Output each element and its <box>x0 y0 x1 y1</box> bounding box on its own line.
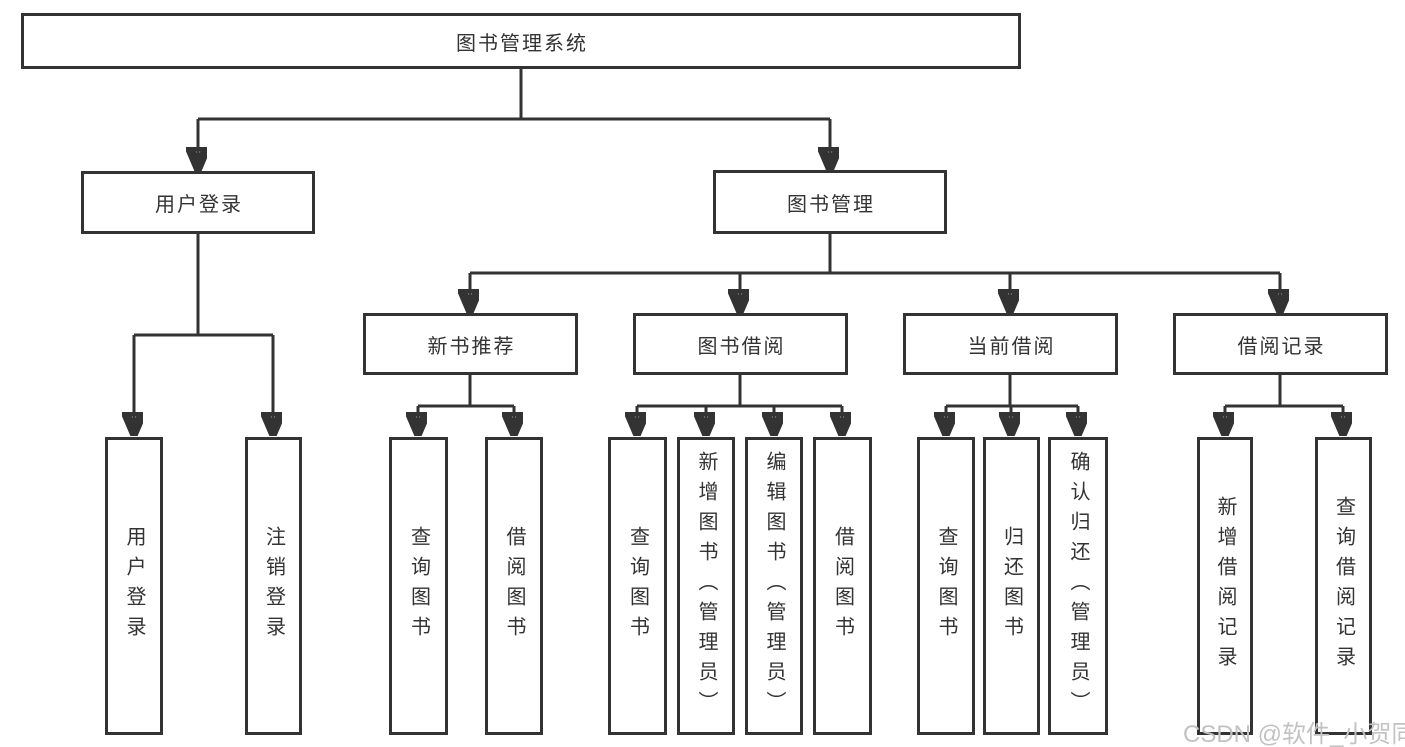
leaf-borrow-query-books-label: 查询图书 <box>626 526 649 646</box>
leaf-logout: 注销登录 <box>245 437 302 735</box>
leaf-query-borrow-record-label: 查询借阅记录 <box>1332 496 1355 676</box>
connector-current-borrow-children <box>946 375 1078 433</box>
leaf-recommend-query-books: 查询图书 <box>389 437 448 735</box>
leaf-add-books-admin-label: 新增图书（管理员） <box>695 451 717 721</box>
leaf-add-borrow-record: 新增借阅记录 <box>1197 437 1253 735</box>
leaf-logout-label: 注销登录 <box>262 526 285 646</box>
node-borrow-records: 借阅记录 <box>1173 313 1388 375</box>
node-book-management-label: 图书管理 <box>787 193 875 216</box>
connector-root-to-level2 <box>198 69 830 168</box>
leaf-return-books: 归还图书 <box>983 437 1040 735</box>
leaf-user-login: 用户登录 <box>105 437 163 735</box>
node-current-borrow: 当前借阅 <box>903 313 1118 375</box>
node-root: 图书管理系统 <box>21 13 1021 69</box>
csdn-watermark: CSDN @软件_小贺同学 <box>1183 721 1405 747</box>
node-new-book-recommend: 新书推荐 <box>363 313 578 375</box>
node-current-borrow-label: 当前借阅 <box>967 335 1056 358</box>
leaf-add-books-admin: 新增图书（管理员） <box>677 437 735 735</box>
node-root-label: 图书管理系统 <box>456 32 588 55</box>
leaf-recommend-query-books-label: 查询图书 <box>407 526 430 646</box>
leaf-current-query-books: 查询图书 <box>917 437 975 735</box>
leaf-return-books-label: 归还图书 <box>1000 526 1023 646</box>
node-book-borrow-label: 图书借阅 <box>697 335 786 358</box>
leaf-confirm-return-admin-label: 确认归还（管理员） <box>1067 451 1089 721</box>
connector-user-login-children <box>134 234 273 433</box>
leaf-borrow-query-books: 查询图书 <box>608 437 667 735</box>
node-borrow-records-label: 借阅记录 <box>1237 335 1326 358</box>
leaf-query-borrow-record: 查询借阅记录 <box>1315 437 1372 735</box>
leaf-borrow-books: 借阅图书 <box>813 437 872 735</box>
leaf-current-query-books-label: 查询图书 <box>935 526 957 646</box>
leaf-recommend-borrow-books: 借阅图书 <box>485 437 543 735</box>
node-user-login: 用户登录 <box>81 171 315 234</box>
leaf-recommend-borrow-books-label: 借阅图书 <box>503 526 525 646</box>
leaf-edit-books-admin: 编辑图书（管理员） <box>745 437 803 735</box>
node-new-book-recommend-label: 新书推荐 <box>427 335 516 358</box>
node-book-borrow: 图书借阅 <box>633 313 848 375</box>
connector-book-management-groups <box>470 234 1280 310</box>
node-book-management: 图书管理 <box>713 170 947 234</box>
connector-borrow-records-children <box>1225 375 1343 433</box>
leaf-confirm-return-admin: 确认归还（管理员） <box>1048 437 1108 735</box>
leaf-borrow-books-label: 借阅图书 <box>831 526 854 646</box>
leaf-edit-books-admin-label: 编辑图书（管理员） <box>763 451 785 721</box>
leaf-user-login-label: 用户登录 <box>123 526 145 646</box>
connector-new-book-recommend-children <box>418 375 514 433</box>
connector-book-borrow-children <box>637 375 842 433</box>
node-user-login-label: 用户登录 <box>155 194 243 216</box>
leaf-add-borrow-record-label: 新增借阅记录 <box>1214 496 1236 676</box>
